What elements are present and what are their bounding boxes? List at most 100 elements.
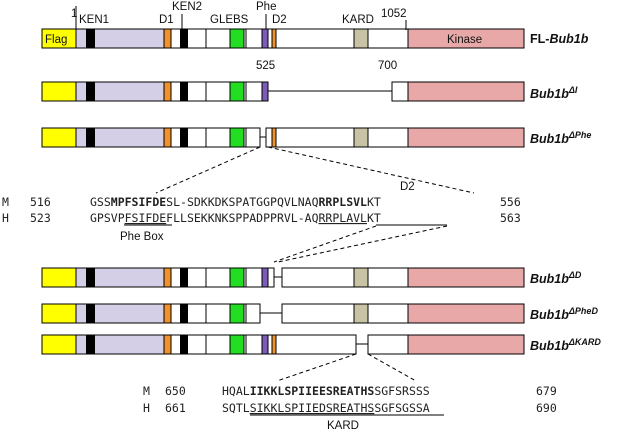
- glebs-box: [229, 267, 245, 288]
- linker-region: [245, 127, 261, 148]
- residue-start: 650: [165, 384, 186, 398]
- glebs-box: [229, 28, 245, 49]
- construct-dphe: Bub1bΔPhe: [41, 127, 591, 148]
- c-terminal-linker: [391, 81, 409, 102]
- phe-box-motif-label: Phe Box: [120, 231, 164, 243]
- zoom-line-right: [267, 146, 475, 194]
- position-525-label: 525: [256, 60, 275, 72]
- glebs-box: [229, 303, 245, 324]
- residue-end: 679: [536, 384, 557, 398]
- ken1-box: [86, 29, 95, 48]
- kinase-domain: [407, 28, 525, 49]
- alignment-kard: M 650 HQALIIKKLSPIIEESREATHSSGFSRSSS 679…: [143, 384, 557, 432]
- ken2-label: KEN2: [172, 1, 202, 13]
- kinase-label: Kinase: [447, 34, 482, 46]
- construct-dkard: Bub1bΔKARD: [41, 334, 601, 355]
- ken2-box: [180, 29, 188, 48]
- residue-end: 690: [536, 401, 557, 415]
- seq-mid: FLLSEKKNKSPPADPPRVL-AQ: [166, 211, 318, 225]
- construct-label-dphe: Bub1bΔPhe: [530, 130, 591, 146]
- seq-kard: IIKKLSPIIEESREATHS: [250, 384, 375, 398]
- phe-box: [261, 28, 269, 49]
- d1-box: [163, 334, 172, 355]
- construct-label-dphed: Bub1bΔPheD: [530, 306, 598, 322]
- d1-box: [163, 28, 172, 49]
- kinase-domain: [407, 267, 525, 288]
- seq-kard: SIKKLSPIIEDSREATHS: [250, 401, 375, 415]
- construct-dd: Bub1bΔD: [41, 267, 582, 288]
- glebs-box: [229, 334, 245, 355]
- construct-di: 525 700 Bub1bΔI: [41, 60, 578, 102]
- seq-pre: HQAL: [222, 384, 250, 398]
- seq-mid: SL-SDKKDKSPATGGPQVLNAQ: [166, 195, 318, 209]
- ken2-box: [180, 304, 188, 323]
- d2-label: D2: [272, 14, 287, 26]
- construct-di-name: Bub1b: [530, 87, 569, 101]
- zoom-line-right: [277, 225, 448, 263]
- construct-fl: 1 1052 KEN1 KEN2 D1 GLEBS Phe D2 KARD Fl…: [41, 1, 589, 49]
- residue-end: 556: [500, 195, 521, 209]
- residue-end: 563: [500, 211, 521, 225]
- kinase-domain: [407, 127, 525, 148]
- flag-tag: [41, 267, 77, 288]
- alignment-phe-d2: D2 M 516 GSSMPFSIFDESL-SDKKDKSPATGGPQVLN…: [2, 181, 521, 243]
- position-700-label: 700: [378, 60, 397, 72]
- linker-region: [245, 267, 275, 288]
- species-label: M: [2, 195, 9, 209]
- glebs-box: [229, 81, 245, 102]
- species-label: M: [143, 384, 150, 398]
- ken2-box: [180, 335, 188, 354]
- seq-post: KT: [367, 195, 381, 209]
- phe-box: [261, 267, 269, 288]
- c-terminal-linker: [281, 303, 409, 324]
- c-terminal-linker: [267, 28, 409, 49]
- flag-tag: [41, 303, 77, 324]
- phe-box: [261, 81, 269, 102]
- seq-d2-box: RRPLSVL: [319, 195, 368, 209]
- kinase-domain: [407, 303, 525, 324]
- seq-post: SGFSRSSS: [374, 384, 429, 398]
- kard-box: [353, 267, 369, 288]
- seq-pre: GPSVP: [90, 211, 125, 225]
- ken1-label: KEN1: [79, 14, 109, 26]
- flag-tag: [41, 127, 77, 148]
- d2-box: [271, 127, 277, 148]
- ken1-box: [86, 268, 95, 287]
- residue-start: 516: [30, 195, 51, 209]
- kinase-domain: [407, 334, 525, 355]
- construct-dd-sup: ΔD: [568, 270, 582, 280]
- d2-motif-label: D2: [400, 181, 415, 193]
- glebs-label: GLEBS: [210, 14, 249, 26]
- flag-label: Flag: [45, 34, 67, 46]
- construct-fl-prefix: FL-: [530, 32, 549, 46]
- flag-tag: [41, 81, 77, 102]
- alignment2-human-row: H 661 SQTLSIKKLSPIIEDSREATHSSGFSGSSA 690: [143, 401, 557, 415]
- seq-post: KT: [367, 211, 381, 225]
- construct-dphed: Bub1bΔPheD: [41, 303, 598, 324]
- ken1-box: [86, 335, 95, 354]
- species-label: H: [143, 401, 150, 415]
- construct-label-dkard: Bub1bΔKARD: [530, 337, 601, 353]
- kard-box: [353, 28, 369, 49]
- construct-dd-name: Bub1b: [530, 272, 569, 286]
- construct-di-sup: ΔI: [568, 85, 578, 95]
- position-1-label: 1: [71, 8, 77, 20]
- construct-dphed-name: Bub1b: [530, 308, 569, 322]
- alignment1-human-row: H 523 GPSVPFSIFDEFLLSEKKNKSPPADPPRVL-AQR…: [2, 211, 521, 225]
- construct-dphed-sup: ΔPheD: [568, 306, 599, 316]
- zoom-line-left: [273, 225, 377, 263]
- d2-box: [271, 28, 277, 49]
- zoom-line-right: [367, 353, 417, 382]
- d1-box: [163, 267, 172, 288]
- c-terminal-linker: [367, 334, 409, 355]
- construct-dkard-name: Bub1b: [530, 339, 569, 353]
- seq-pre: SQTL: [222, 401, 250, 415]
- ken1-box: [86, 82, 95, 101]
- alignment2-mouse-row: M 650 HQALIIKKLSPIIEESREATHSSGFSRSSS 679: [143, 384, 557, 398]
- zoom-line-left: [155, 146, 261, 194]
- ken1-box: [86, 128, 95, 147]
- c-terminal-linker: [265, 127, 409, 148]
- residue-start: 523: [30, 211, 51, 225]
